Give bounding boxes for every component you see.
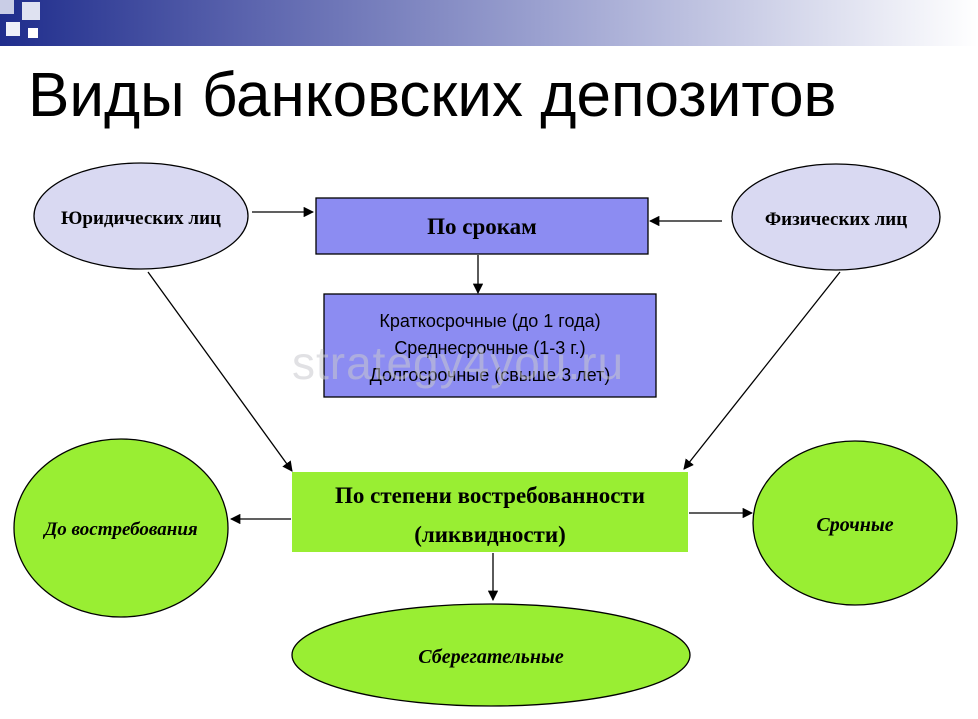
node-physical-persons [731, 163, 941, 271]
arrow-physical-to-demand [683, 271, 841, 470]
page-title: Виды банковских депозитов [28, 61, 837, 130]
node-savings [291, 603, 691, 707]
decor-square [0, 0, 14, 14]
term-list-item: Краткосрочные (до 1 года) [379, 311, 600, 331]
node-physical-persons-label: Физических лиц [765, 209, 907, 230]
node-on-demand-label: До востребования [42, 519, 198, 540]
decor-square [28, 28, 38, 38]
node-by-term-label: По срокам [427, 214, 537, 239]
node-term-deposits-label: Срочные [816, 514, 893, 536]
node-by-demand [292, 472, 688, 552]
header-gradient-bar [0, 0, 978, 46]
node-by-term [315, 197, 649, 255]
node-by-demand-label: По степени востребованности [335, 483, 645, 508]
node-term-list [323, 293, 657, 398]
term-list-item: Долгосрочные (свыше 3 лет) [370, 365, 611, 385]
decor-square [22, 2, 40, 20]
node-on-demand [13, 438, 229, 618]
arrow-legal-to-demand [147, 271, 293, 472]
node-savings-label: Сберегательные [418, 646, 564, 668]
node-by-demand-label-2: (ликвидности) [414, 522, 566, 547]
term-list-item: Среднесрочные (1-3 г.) [394, 338, 585, 358]
node-legal-entities-label: Юридических лиц [61, 208, 221, 229]
decor-square [6, 22, 20, 36]
node-term-deposits [752, 440, 958, 606]
node-legal-entities [33, 162, 249, 270]
